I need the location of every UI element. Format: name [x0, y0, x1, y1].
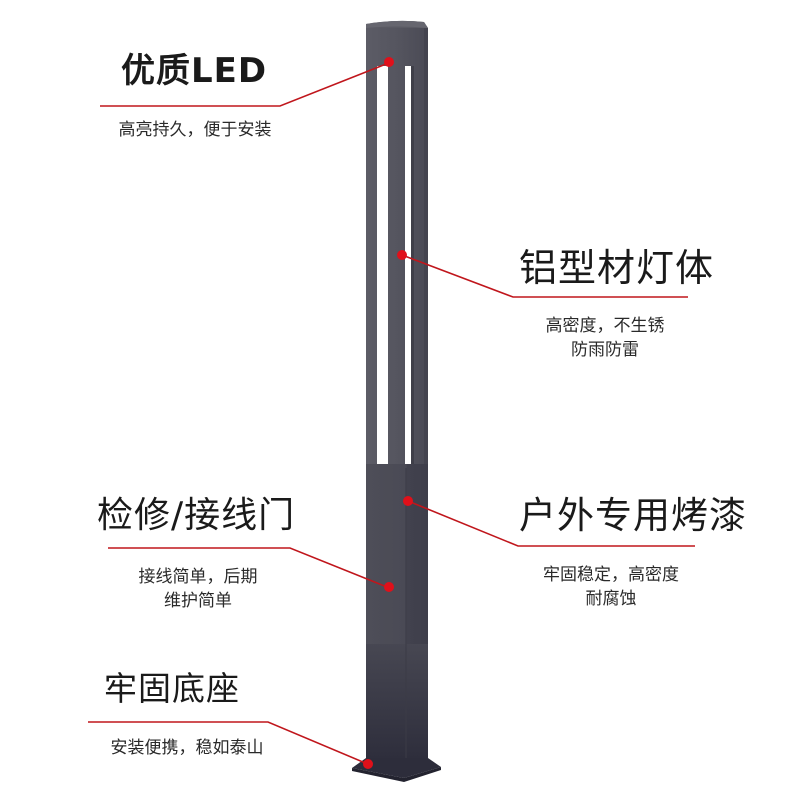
led-slot-left [377, 66, 388, 464]
callout-desc-body: 高密度，不生锈 防雨防雷 [515, 314, 695, 362]
callout-dot-base [363, 759, 373, 769]
callout-desc-line: 维护简单 [164, 591, 232, 611]
led-slot-right [405, 66, 411, 464]
callout-title-paint: 户外专用烤漆 [519, 494, 747, 537]
callout-line-led [100, 63, 387, 107]
callout-line-body [401, 254, 688, 298]
callout-dot-body [397, 250, 407, 260]
callout-dots [363, 57, 413, 769]
callout-desc-door: 接线简单，后期 维护简单 [112, 565, 284, 613]
callout-title-base: 牢固底座 [104, 669, 240, 708]
callout-desc-line: 安装便携，稳如泰山 [110, 738, 264, 758]
callout-line-paint [407, 500, 695, 547]
callout-dot-door [384, 582, 394, 592]
callout-desc-line: 高密度，不生锈 [545, 316, 665, 336]
callout-desc-led: 高亮持久，便于安装 [92, 118, 298, 142]
callout-title-body: 铝型材灯体 [519, 246, 715, 290]
callout-desc-base: 安装便携，稳如泰山 [78, 736, 296, 760]
callout-title-led: 优质LED [121, 51, 268, 91]
callout-line-base [88, 721, 371, 766]
callout-dot-led [384, 57, 394, 67]
callout-line-door [108, 547, 388, 588]
callout-desc-line: 耐腐蚀 [585, 589, 637, 609]
callout-desc-line: 防雨防雷 [571, 340, 639, 360]
pole-upper-section [366, 28, 428, 465]
callout-desc-line: 高亮持久，便于安装 [118, 120, 272, 140]
callout-desc-line: 牢固稳定，高密度 [543, 565, 679, 585]
callout-desc-line: 接线简单，后期 [138, 567, 258, 587]
pole-base-plate [352, 758, 441, 782]
callout-title-door: 检修/接线门 [97, 495, 296, 536]
callout-dot-paint [403, 496, 413, 506]
pole-lower-section [366, 464, 428, 759]
callout-desc-paint: 牢固稳定，高密度 耐腐蚀 [514, 563, 708, 611]
callout-lines [88, 63, 695, 766]
